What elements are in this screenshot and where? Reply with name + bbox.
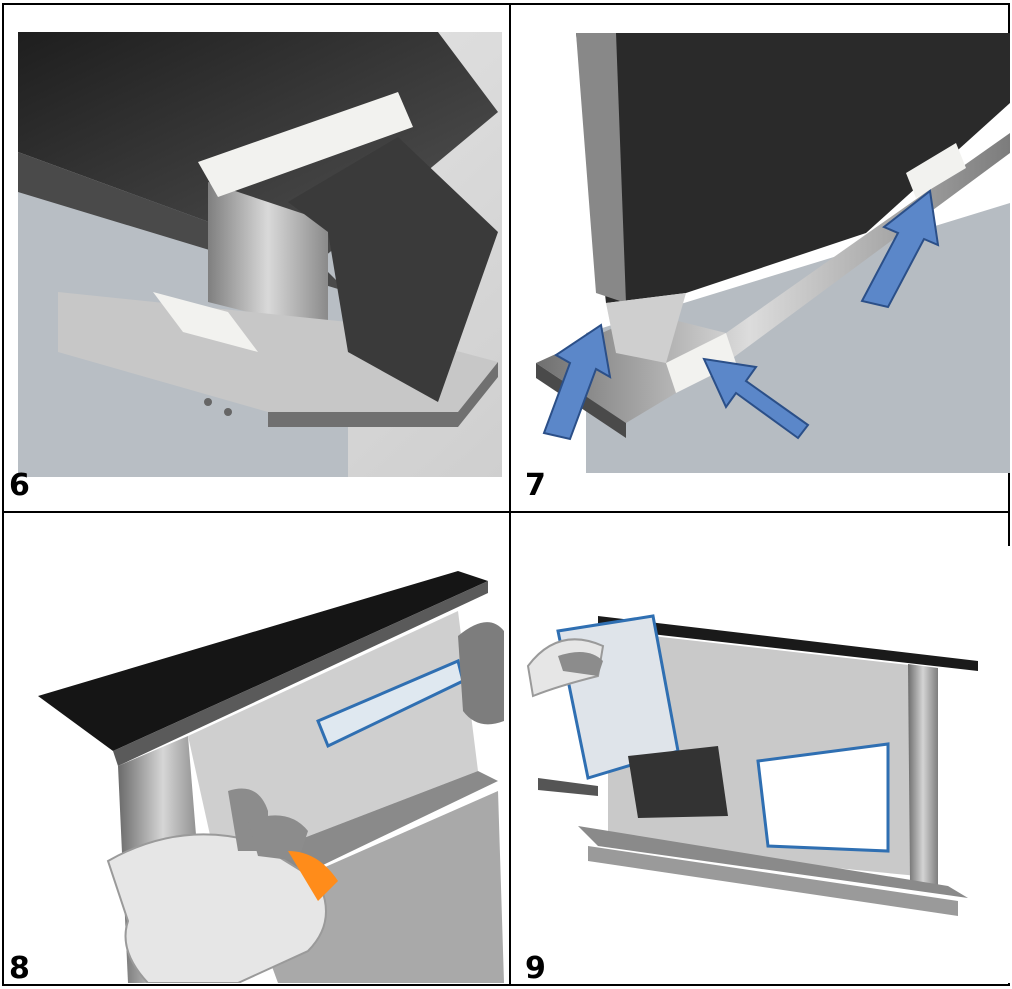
step-panel-9 bbox=[518, 546, 1010, 983]
arrow-icon bbox=[702, 357, 810, 440]
step-panel-6 bbox=[18, 32, 502, 477]
glove bbox=[526, 638, 605, 698]
step-number: 7 bbox=[525, 468, 546, 503]
glove bbox=[106, 788, 338, 983]
arrow-icon bbox=[542, 323, 612, 441]
step-panel-7 bbox=[526, 33, 1010, 473]
arrow-icon bbox=[860, 189, 940, 309]
step-panel-8 bbox=[18, 521, 504, 983]
step-number: 9 bbox=[525, 951, 546, 986]
photo-step-8 bbox=[18, 521, 504, 983]
photo-step-6 bbox=[18, 32, 502, 477]
instruction-grid: 6 7 8 9 bbox=[2, 3, 1010, 986]
step-number: 6 bbox=[9, 468, 30, 503]
grid-divider-vertical bbox=[509, 5, 511, 984]
grid-divider-horizontal bbox=[4, 511, 1008, 513]
photo-step-7 bbox=[526, 33, 1010, 473]
step-number: 8 bbox=[9, 951, 30, 986]
photo-step-9 bbox=[518, 546, 1010, 983]
